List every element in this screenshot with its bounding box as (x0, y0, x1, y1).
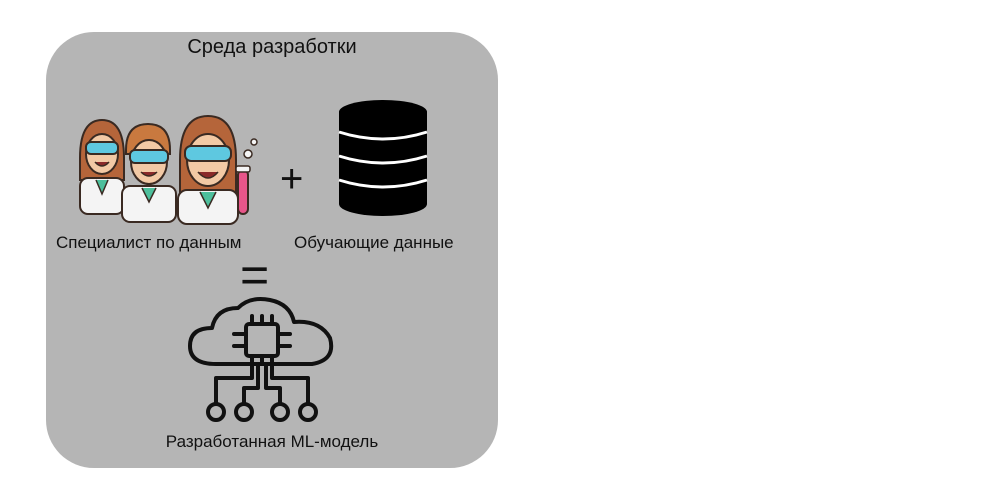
equals-sign: = (240, 247, 270, 303)
panel-title: Среда разработки (187, 36, 357, 58)
plus-sign: + (280, 157, 304, 201)
ml-model-label: Разработанная ML-модель (165, 432, 379, 451)
cloud-chip-network-icon (188, 297, 334, 422)
database-icon (338, 100, 428, 216)
scientist-left-icon (79, 118, 125, 215)
scientist-middle-icon (121, 122, 177, 223)
specialist-label: Специалист по данным (56, 233, 242, 252)
data-scientists-icon (79, 114, 258, 225)
scientist-right-icon (177, 114, 239, 225)
training-data-label: Обучающие данные (294, 233, 454, 252)
development-environment-panel: Среда разработки (46, 32, 498, 468)
test-tube-icon (235, 138, 258, 215)
